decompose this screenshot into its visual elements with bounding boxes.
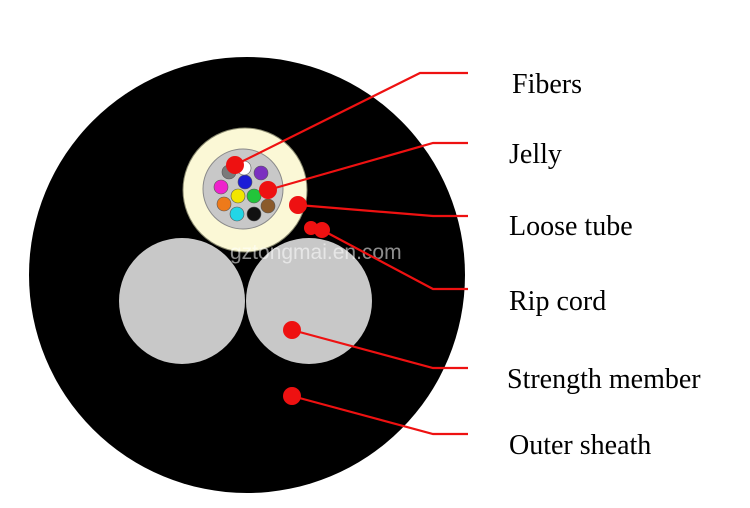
fiber-2 (237, 174, 253, 190)
fiber-7 (260, 198, 276, 214)
rip-cord-pointer-dot (314, 222, 330, 238)
pointer-dots (226, 156, 330, 405)
fiber-6 (246, 188, 262, 204)
rip-cord-pointer (321, 229, 468, 291)
fiber-3 (253, 165, 269, 181)
label-outer-sheath: Outer sheath (509, 430, 651, 461)
fiber-9 (229, 206, 245, 222)
strength-member-pointer (291, 328, 468, 370)
fiber-10 (246, 206, 262, 222)
fiber-5 (230, 188, 246, 204)
loose-tube-pointer-dot (289, 196, 307, 214)
strength-member-right (246, 238, 372, 364)
jelly-pointer-dot (259, 181, 277, 199)
strength-member-pointer-dot (283, 321, 301, 339)
strength-member-left (119, 238, 245, 364)
label-jelly: Jelly (509, 139, 562, 170)
label-loose-tube: Loose tube (509, 211, 633, 242)
fibers-pointer-dot (226, 156, 244, 174)
fiber-4 (213, 179, 229, 195)
fibers-pointer (234, 71, 468, 166)
pointer-lines (234, 71, 468, 436)
label-rip-cord: Rip cord (509, 286, 606, 317)
fiber-8 (216, 196, 232, 212)
outer-sheath-circle (29, 57, 465, 493)
watermark-text: gztongmai.en.com (230, 241, 402, 264)
jelly-pointer (267, 141, 468, 192)
label-fibers: Fibers (512, 69, 582, 100)
loose-tube-pointer (297, 203, 468, 218)
label-strength-member: Strength member (507, 364, 701, 395)
outer-sheath-pointer-dot (283, 387, 301, 405)
outer-sheath-pointer (291, 394, 468, 436)
